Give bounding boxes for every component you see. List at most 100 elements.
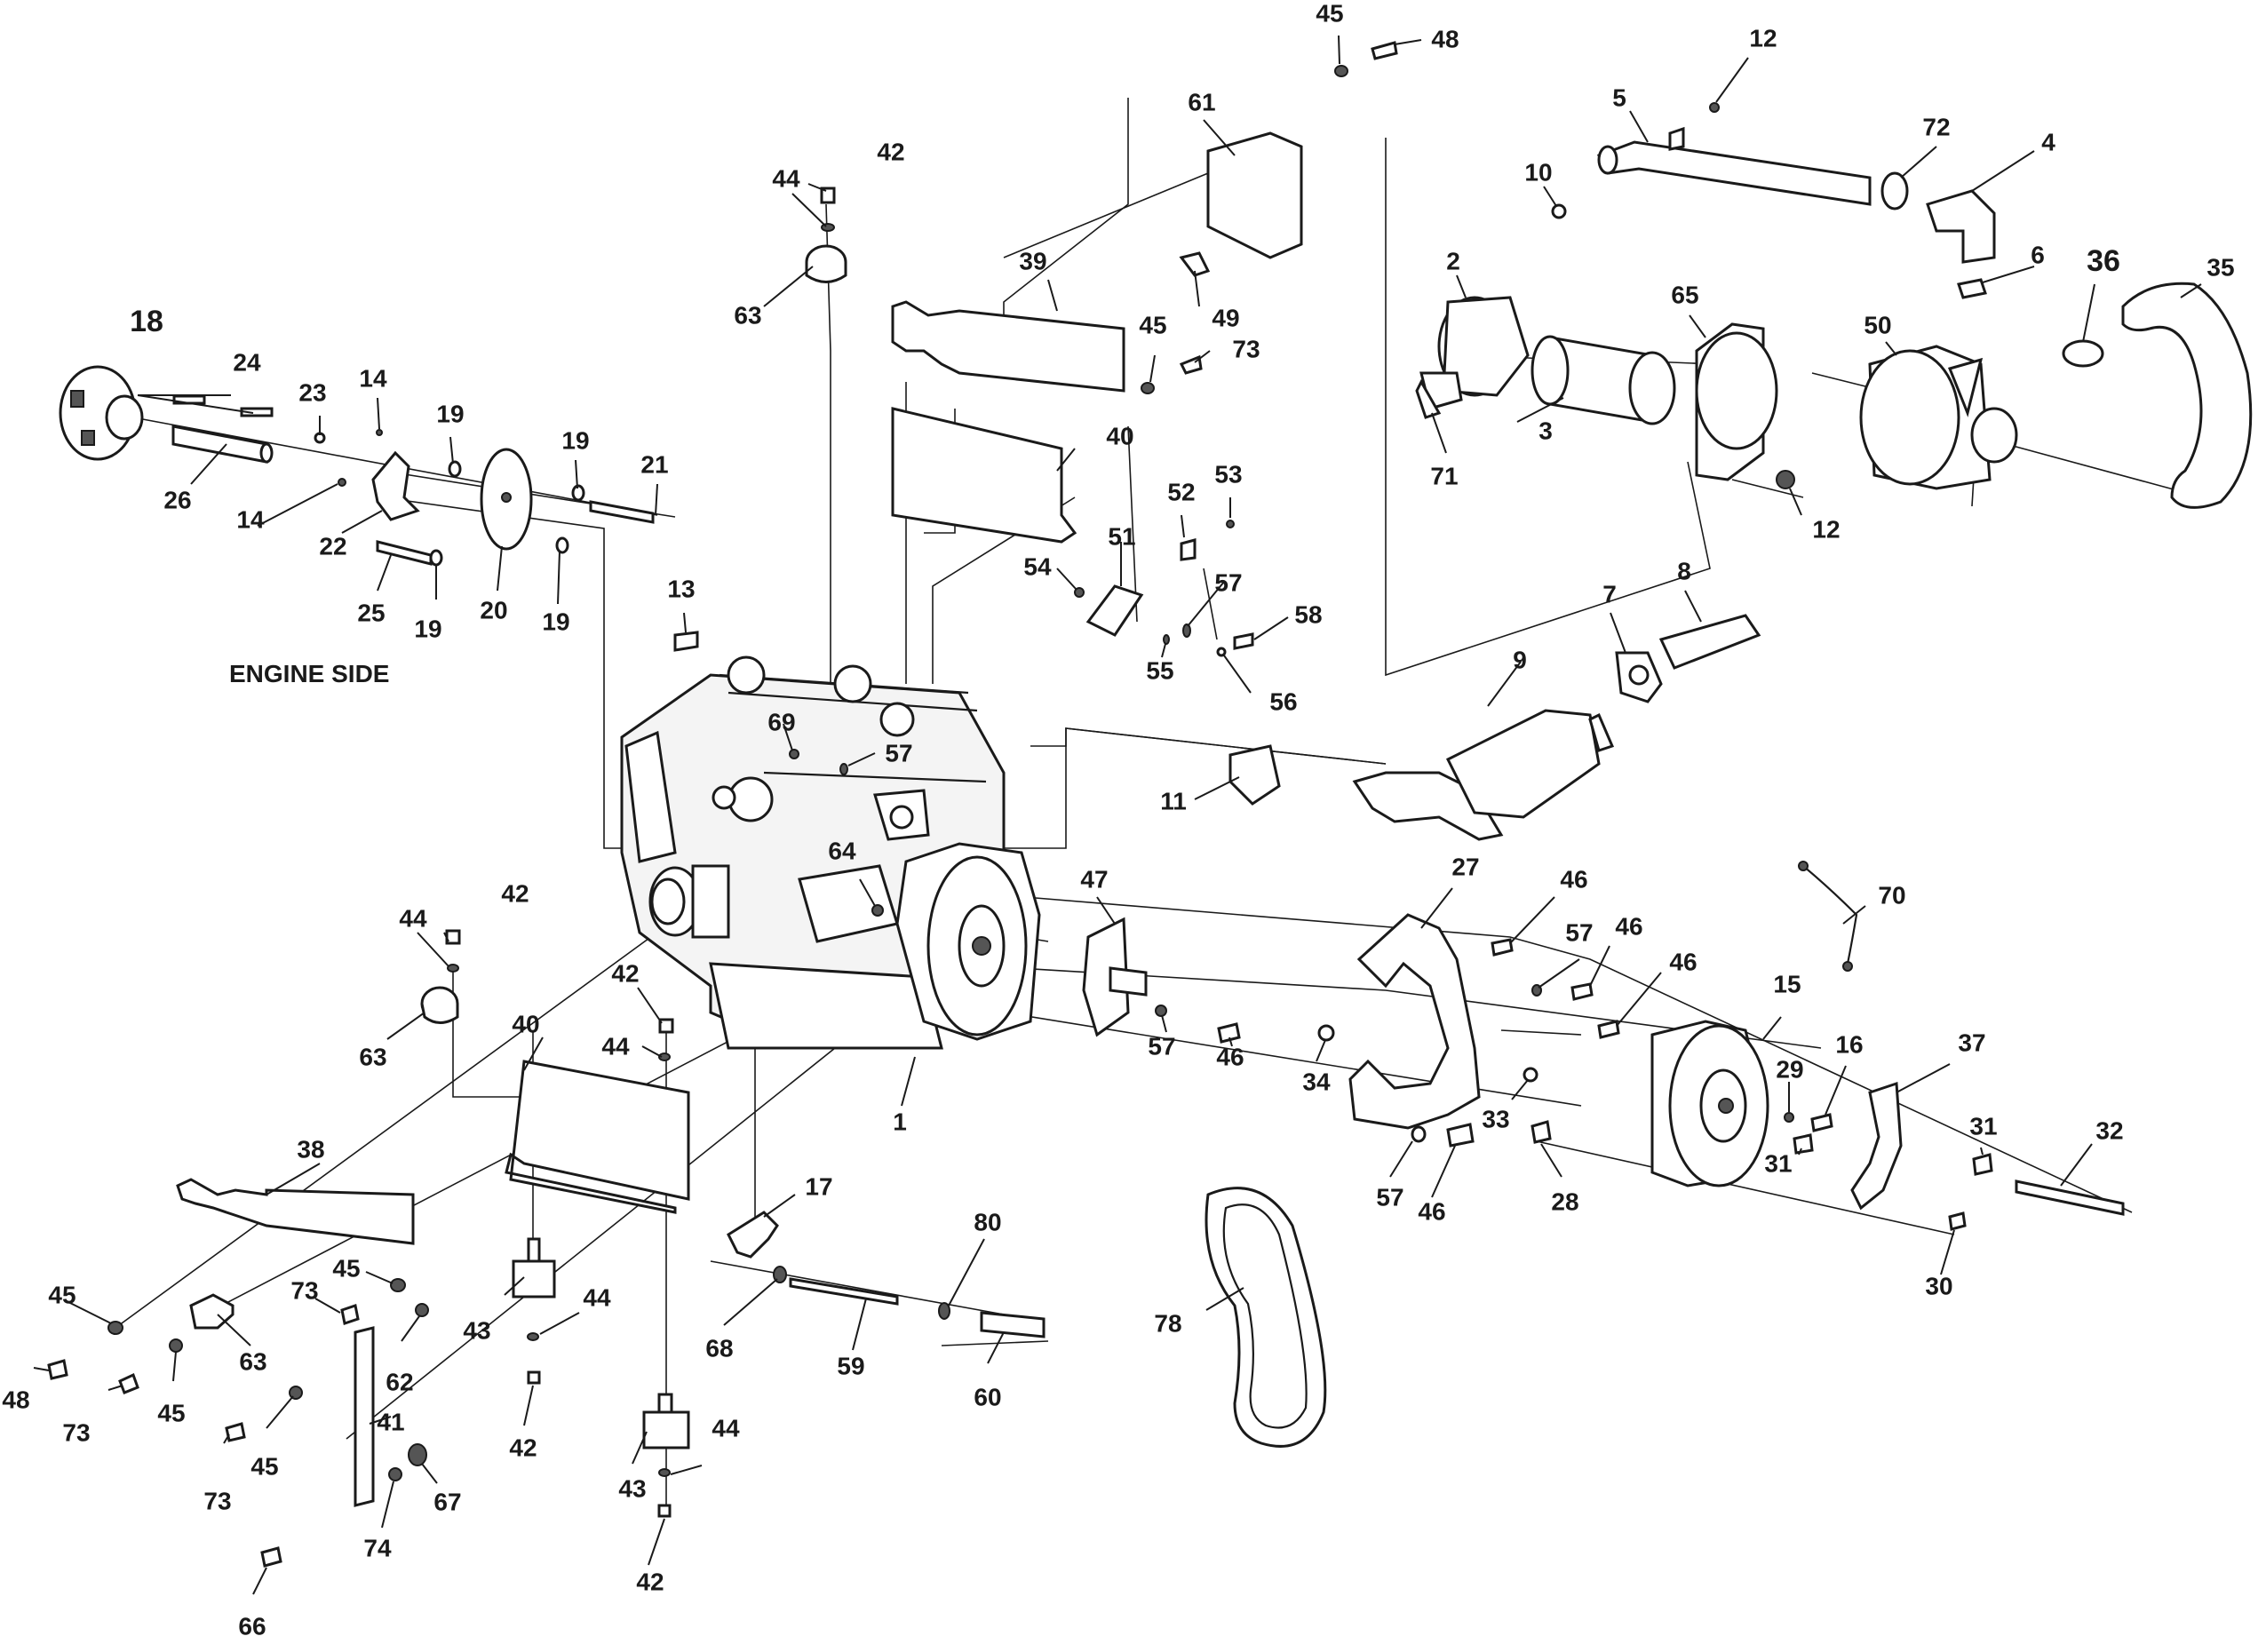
callout-46: 46 xyxy=(1669,948,1697,975)
callout-46: 46 xyxy=(1418,1197,1445,1225)
bolt-part-46c xyxy=(1597,1020,1620,1039)
callout-42: 42 xyxy=(611,959,639,987)
callout-65: 65 xyxy=(1671,281,1698,308)
callout-3: 3 xyxy=(1538,417,1553,444)
washer-part-19b xyxy=(571,484,585,502)
nut-part-12a xyxy=(1709,102,1720,113)
part-57a xyxy=(1182,623,1191,638)
adapter-plate-part-47 xyxy=(1082,917,1148,1037)
bolt-part-66 xyxy=(260,1546,282,1568)
callout-71: 71 xyxy=(1430,462,1458,489)
callout-5: 5 xyxy=(1612,83,1626,111)
nut-part-42c xyxy=(658,1018,674,1034)
nut-part-12b xyxy=(1776,470,1795,489)
callout-34: 34 xyxy=(1302,1068,1331,1095)
callout-62: 62 xyxy=(386,1368,413,1395)
callout-40: 40 xyxy=(512,1010,539,1037)
callout-74: 74 xyxy=(363,1534,392,1561)
callout-63: 63 xyxy=(359,1043,386,1070)
callout-38: 38 xyxy=(297,1135,324,1163)
bolt-part-46a xyxy=(1491,938,1514,957)
bolt-part-58 xyxy=(1233,632,1254,650)
link-part-41 xyxy=(354,1326,375,1507)
callout-11: 11 xyxy=(1160,787,1187,814)
callout-70: 70 xyxy=(1878,881,1905,909)
callout-2: 2 xyxy=(1446,247,1460,274)
engine-part-1 xyxy=(620,655,1041,1050)
washer-part-45d xyxy=(390,1278,406,1292)
callout-57: 57 xyxy=(1148,1032,1175,1060)
callout-18: 18 xyxy=(130,305,163,338)
bolt-part-73d xyxy=(225,1422,246,1442)
part-52 xyxy=(1180,538,1197,561)
bracket-part-37 xyxy=(1850,1081,1903,1211)
washer-part-45a xyxy=(1141,382,1155,394)
callout-47: 47 xyxy=(1080,865,1108,893)
gasket-part-11 xyxy=(1228,744,1281,806)
callout-48: 48 xyxy=(1431,25,1459,52)
part-14b xyxy=(338,478,346,487)
callout-57: 57 xyxy=(885,739,912,766)
band-part-65 xyxy=(1695,322,1778,481)
mount-part-63-upper xyxy=(805,244,847,283)
callout-52: 52 xyxy=(1167,478,1195,505)
callout-9: 9 xyxy=(1513,646,1527,673)
clamp-part-6 xyxy=(1957,278,1987,299)
callout-19: 19 xyxy=(561,426,589,454)
callout-16: 16 xyxy=(1835,1030,1863,1058)
washer-part-19c xyxy=(429,549,443,567)
callout-14: 14 xyxy=(236,505,265,533)
callout-68: 68 xyxy=(705,1334,733,1362)
callout-17: 17 xyxy=(805,1172,832,1200)
coupling-disc-part-20 xyxy=(480,448,533,551)
mount-part-43a xyxy=(512,1237,556,1299)
washer-part-45b xyxy=(1334,65,1348,77)
callout-57: 57 xyxy=(1214,568,1242,596)
callout-42: 42 xyxy=(509,1434,537,1461)
part-14a xyxy=(376,429,383,436)
bolt-part-48a xyxy=(1371,41,1398,60)
callout-72: 72 xyxy=(1922,113,1950,140)
callout-48: 48 xyxy=(2,1386,29,1413)
part-53 xyxy=(1226,520,1235,528)
washer-part-19d xyxy=(555,536,569,554)
callout-12: 12 xyxy=(1812,515,1840,543)
callout-19: 19 xyxy=(414,615,441,642)
tube-part-5-end xyxy=(1597,145,1618,175)
callout-43: 43 xyxy=(463,1316,490,1344)
part-74 xyxy=(388,1467,402,1481)
muffler-part-9 xyxy=(1352,709,1615,841)
bolt-part-73c xyxy=(118,1372,139,1394)
callout-33: 33 xyxy=(1482,1105,1509,1132)
part-29 xyxy=(1784,1112,1794,1123)
part-57d xyxy=(1411,1125,1427,1143)
callout-42: 42 xyxy=(877,138,904,165)
callout-30: 30 xyxy=(1925,1272,1952,1299)
bolt-part-21 xyxy=(589,500,655,524)
callout-39: 39 xyxy=(1019,247,1046,274)
part-64 xyxy=(871,904,884,917)
nut-part-28 xyxy=(1531,1120,1552,1144)
part-57c xyxy=(1155,1005,1167,1017)
nut-part-42e xyxy=(657,1504,672,1518)
callout-29: 29 xyxy=(1776,1055,1803,1083)
mount-part-43b xyxy=(642,1393,690,1449)
callout-42: 42 xyxy=(636,1568,664,1595)
callout-69: 69 xyxy=(767,708,795,735)
callout-40: 40 xyxy=(1106,422,1133,449)
washer-part-45e xyxy=(169,1338,183,1353)
washer-part-44d xyxy=(527,1332,539,1341)
fitting-part-17 xyxy=(727,1211,779,1259)
hose-part-35 xyxy=(2121,282,2253,509)
tube-part-5-tab xyxy=(1668,126,1685,151)
callout-45: 45 xyxy=(250,1452,278,1480)
bolt-part-73b xyxy=(340,1304,360,1325)
callout-63: 63 xyxy=(734,301,761,329)
callout-44: 44 xyxy=(772,164,800,192)
callout-8: 8 xyxy=(1677,557,1691,584)
wire-part-70-end xyxy=(1798,861,1809,871)
filter-cover-part-2 xyxy=(1419,296,1530,410)
callout-22: 22 xyxy=(319,532,346,560)
callout-58: 58 xyxy=(1294,600,1322,628)
